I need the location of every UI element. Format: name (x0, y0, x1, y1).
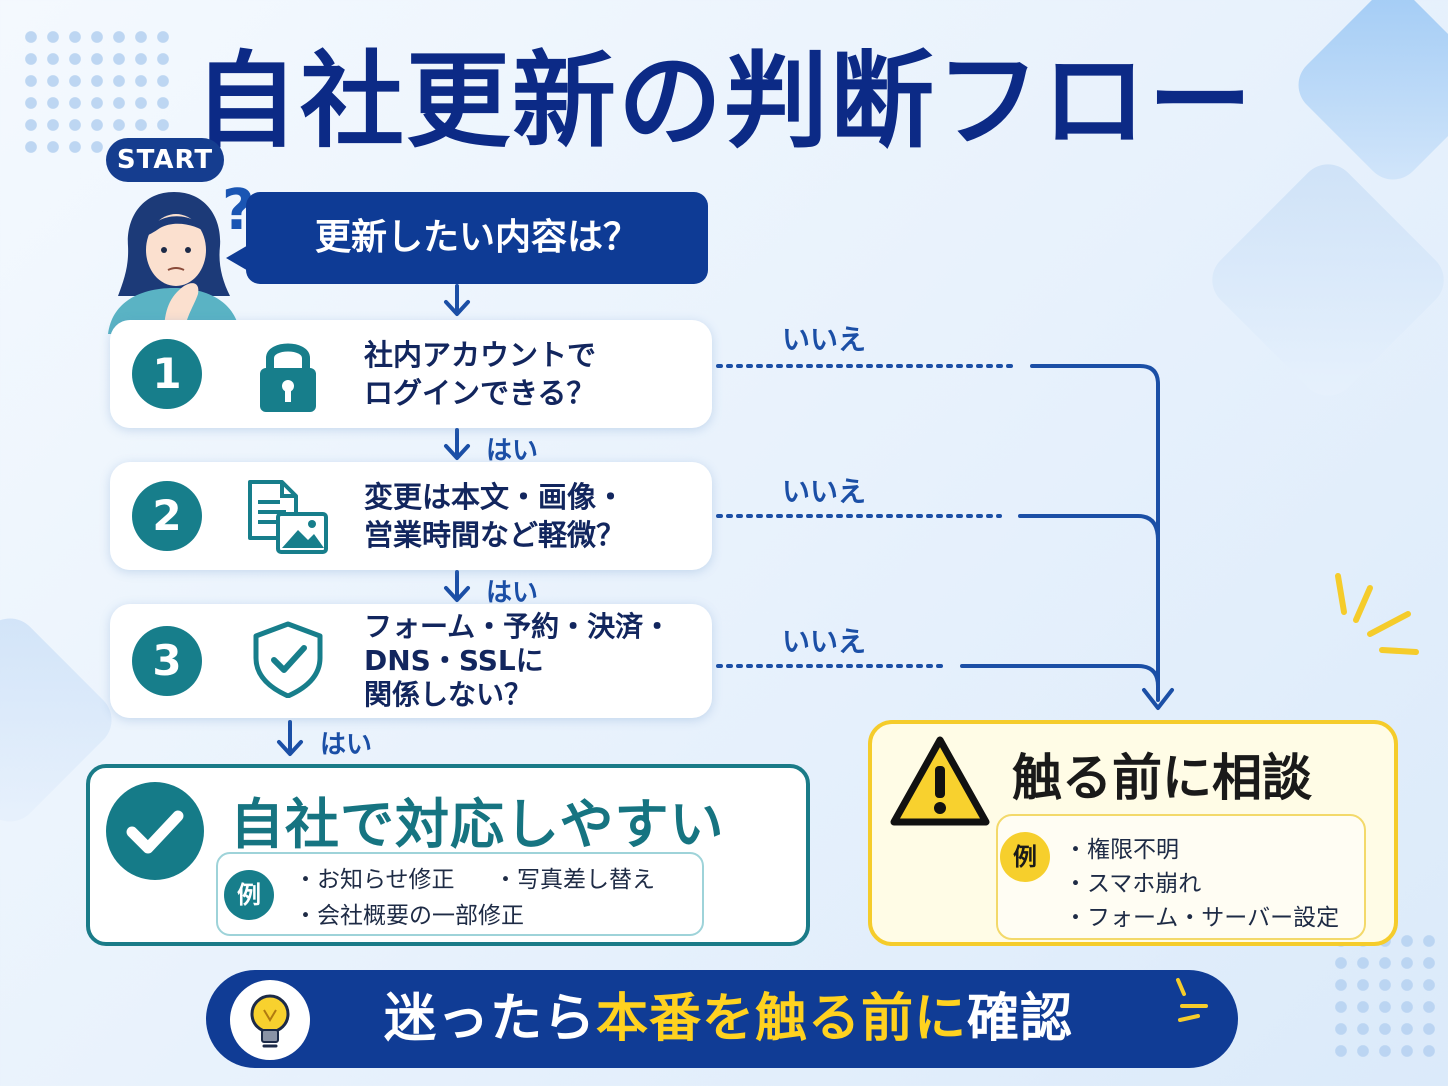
step-text: 変更は本文・画像・ 営業時間など軽微？ (364, 480, 626, 552)
lock-icon (260, 343, 316, 412)
example-item: ・会社概要の一部修正 (294, 903, 524, 929)
step-number: 2 (132, 481, 202, 551)
step-number: 1 (132, 339, 202, 409)
yes-label: はい (486, 436, 539, 466)
lightbulb-icon (230, 980, 310, 1060)
emphasis-burst-icon (1335, 573, 1419, 655)
step-text: フォーム・予約・決済・ DNS・SSLに 関係しない？ (364, 610, 672, 711)
example-badge: 例 (1000, 832, 1050, 882)
document-image-icon (248, 480, 328, 554)
example-item: ・写真差し替え (494, 867, 655, 893)
example-item: ・お知らせ修正 (294, 867, 455, 893)
bottom-banner: 迷ったら本番を触る前に確認 (206, 970, 1238, 1068)
examples-box: 例 ・権限不明 ・スマホ崩れ ・フォーム・サーバー設定 (996, 814, 1366, 940)
emphasis-burst-icon (1176, 978, 1208, 1022)
check-circle-icon (106, 782, 204, 880)
step-card-2: 2 変更は本文・画像・ 営業時間など軽微？ (110, 462, 712, 570)
yes-label: はい (320, 730, 373, 760)
no-label: いいえ (782, 323, 867, 356)
example-item: ・スマホ崩れ (1064, 871, 1202, 897)
result-consult-title: 触る前に相談 (1012, 749, 1312, 807)
result-self-title: 自社で対応しやすい (230, 793, 725, 856)
question-bubble: 更新したい内容は？ (246, 192, 708, 284)
step-text: 社内アカウントで ログインできる？ (364, 338, 597, 410)
start-badge: START (106, 138, 224, 182)
example-badge: 例 (224, 870, 274, 920)
warning-icon (890, 736, 990, 826)
step-card-1: 1 社内アカウントで ログインできる？ (110, 320, 712, 428)
background-dots (20, 26, 170, 156)
result-consult-card: 触る前に相談 例 ・権限不明 ・スマホ崩れ ・フォーム・サーバー設定 (868, 720, 1398, 946)
yes-label: はい (486, 578, 539, 608)
shield-check-icon (253, 621, 323, 698)
no-label: いいえ (782, 625, 867, 658)
step-card-3: 3 フォーム・予約・決済・ DNS・SSLに 関係しない？ (110, 604, 712, 718)
example-item: ・フォーム・サーバー設定 (1064, 905, 1340, 931)
background-dots (1330, 930, 1440, 1060)
page-title: 自社更新の判断フロー (193, 40, 1254, 162)
example-item: ・権限不明 (1064, 837, 1179, 863)
examples-box: 例 ・お知らせ修正 ・写真差し替え ・会社概要の一部修正 (216, 852, 704, 936)
step-number: 3 (132, 626, 202, 696)
banner-text: 迷ったら本番を触る前に確認 (384, 989, 1074, 1049)
result-self-card: 自社で対応しやすい 例 ・お知らせ修正 ・写真差し替え ・会社概要の一部修正 (86, 764, 810, 946)
no-label: いいえ (782, 475, 867, 508)
